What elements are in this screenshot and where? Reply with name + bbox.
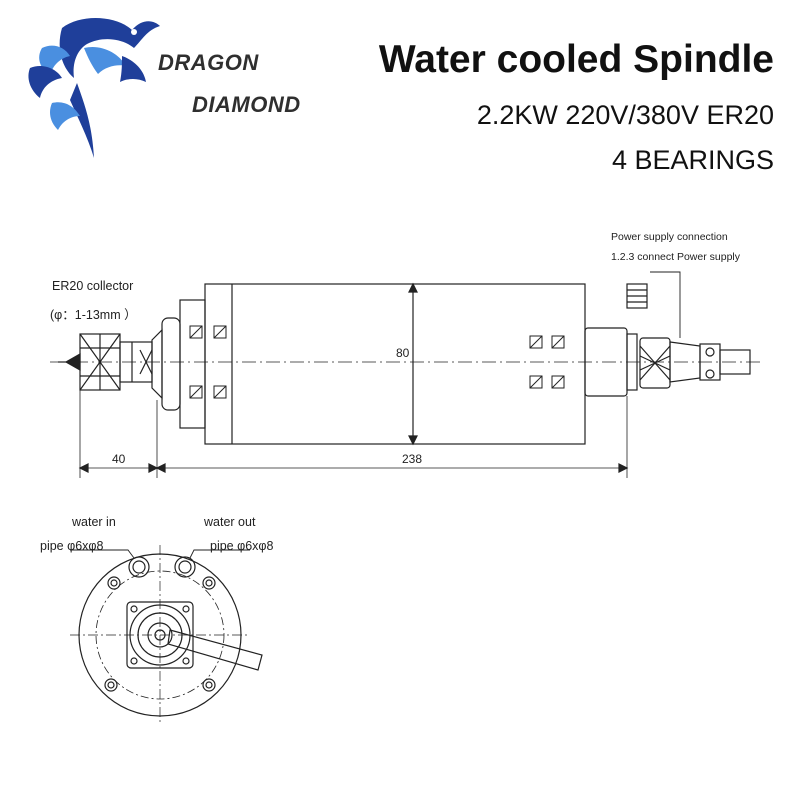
spec-subtitle: 2.2KW 220V/380V ER20 — [476, 100, 774, 130]
water-in-label: water in — [72, 515, 116, 529]
spindle-front-view-drawing — [70, 545, 263, 725]
cutter-tip — [64, 352, 81, 372]
mounting-holes — [104, 576, 216, 692]
front-bearings — [189, 325, 227, 399]
water-in-pipe-label: pipe φ6xφ8 — [40, 539, 104, 553]
water-out-port — [174, 556, 196, 578]
water-out-label: water out — [204, 515, 256, 529]
rear-bearings — [529, 335, 565, 389]
spindle-body — [204, 283, 586, 445]
dragon-logo-icon — [28, 18, 160, 158]
front-flange — [179, 299, 206, 429]
water-out-pipe-label: pipe φ6xφ8 — [210, 539, 274, 553]
collector-label: ER20 collector — [52, 279, 134, 293]
rear-connector — [639, 337, 751, 389]
brand-name-line1: DRAGON — [158, 50, 259, 75]
power-supply-label: Power supply connection — [611, 231, 728, 243]
water-in-port — [128, 556, 150, 578]
collector-range-label: (φ：1-13mm ） — [50, 308, 137, 322]
brand-name-line2: DIAMOND — [192, 92, 301, 117]
cable — [167, 629, 263, 671]
page-title: Water cooled Spindle — [378, 38, 774, 81]
body-length-dimension: 238 — [402, 452, 423, 466]
nose-length-dimension: 40 — [112, 452, 126, 466]
power-fitting — [626, 283, 648, 309]
spindle-side-view-drawing — [50, 271, 760, 478]
bearings-subtitle: 4 BEARINGS — [611, 145, 774, 175]
power-supply-detail-label: 1.2.3 connect Power supply — [611, 251, 740, 263]
diameter-dimension: 80 — [396, 346, 410, 360]
